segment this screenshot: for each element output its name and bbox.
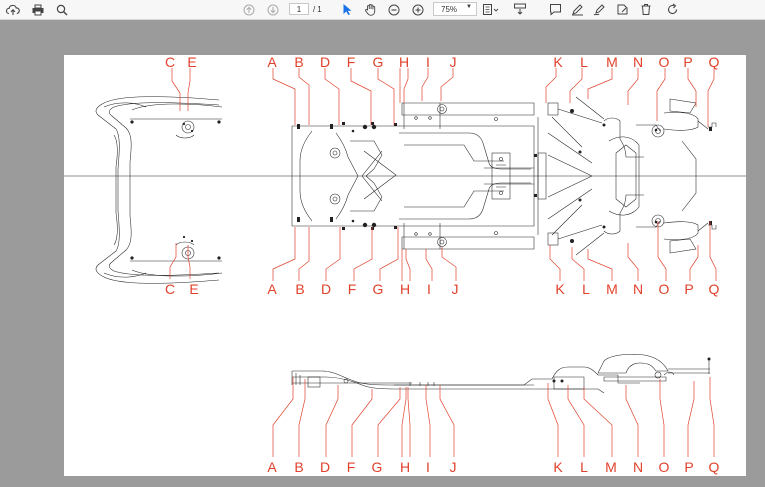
label-A-mid: A [267,281,277,297]
label-H-bottom: H [400,459,410,475]
label-L-bottom: L [580,459,588,475]
label-C-mid: C [165,281,175,297]
label-K-bottom: K [553,459,563,475]
reference-points-top: C E A B D F G H I J K [165,55,720,127]
chevron-down-icon: ▼ [466,4,472,10]
label-D-top: D [320,55,330,70]
label-P-mid: P [684,281,693,297]
label-I-bottom: I [426,459,430,475]
rotate-icon[interactable] [663,0,681,19]
label-E-mid: E [189,281,198,297]
label-J-top: J [450,55,457,70]
next-page-icon[interactable] [265,0,281,19]
label-K-top: K [553,55,563,70]
label-D-bottom: D [320,459,330,475]
label-Q-bottom: Q [709,459,720,475]
fit-page-icon[interactable] [481,0,501,19]
label-N-bottom: N [633,459,643,475]
zoom-value: 75% [441,4,458,14]
page-total: 1 [317,4,322,14]
label-H-mid: H [400,281,410,297]
label-A-bottom: A [267,459,277,475]
upload-icon[interactable] [4,0,22,19]
label-K-mid: K [555,281,565,297]
label-M-top: M [606,55,618,70]
label-C-top: C [165,55,175,70]
label-N-mid: N [633,281,643,297]
label-F-top: F [347,55,356,70]
label-Q-mid: Q [709,281,720,297]
main-frame-plan [291,102,593,250]
print-icon[interactable] [29,0,47,19]
zoom-in-icon[interactable] [410,0,426,19]
label-B-top: B [294,55,303,70]
zoom-out-icon[interactable] [386,0,402,19]
highlight-pen-icon[interactable] [568,0,586,19]
prev-page-icon[interactable] [241,0,257,19]
label-B-bottom: B [294,459,303,475]
label-J-mid: J [452,281,459,297]
page-separator: / [313,4,316,14]
search-icon[interactable] [53,0,71,19]
label-I-mid: I [427,281,431,297]
label-L-mid: L [582,281,590,297]
page-number-input[interactable]: 1 [289,3,309,15]
label-Q-top: Q [709,55,720,70]
page-indicator: 1 / 1 [289,2,322,16]
label-O-mid: O [659,281,670,297]
label-F-bottom: F [347,459,356,475]
label-J-bottom: J [450,459,457,475]
toolbar: 1 / 1 75% ▼ [0,0,765,20]
reference-points-middle: C E A B D F G H I J K [165,221,720,297]
side-elevation-view [291,353,711,394]
front-subframe [95,96,223,284]
label-E-top: E [187,55,196,70]
label-A-top: A [267,55,277,70]
label-L-top: L [580,55,588,70]
scroll-mode-icon[interactable] [511,0,529,19]
chassis-diagram: C E A B D F G H I J K [64,55,746,475]
label-G-bottom: G [372,459,383,475]
rear-suspension-plan [547,96,717,256]
zoom-select[interactable]: 75% ▼ [433,2,477,16]
fill-sign-icon[interactable] [613,0,631,19]
label-G-mid: G [373,281,384,297]
label-M-bottom: M [605,459,617,475]
label-M-mid: M [606,281,618,297]
label-N-top: N [633,55,643,70]
label-F-mid: F [348,281,357,297]
pdf-page: C E A B D F G H I J K [64,55,746,476]
select-cursor-icon[interactable] [339,0,355,19]
label-G-top: G [373,55,384,70]
label-P-top: P [683,55,692,70]
label-P-bottom: P [684,459,693,475]
label-B-mid: B [295,281,304,297]
label-O-top: O [659,55,670,70]
label-I-top: I [426,55,430,70]
label-H-top: H [399,55,409,70]
reference-points-bottom: A B D F G H I J K L M N O P Q [267,377,720,475]
trash-icon[interactable] [637,0,655,19]
hand-tool-icon[interactable] [362,0,378,19]
label-D-mid: D [321,281,331,297]
label-O-bottom: O [659,459,670,475]
comment-icon[interactable] [546,0,564,19]
draw-pen-icon[interactable] [590,0,608,19]
